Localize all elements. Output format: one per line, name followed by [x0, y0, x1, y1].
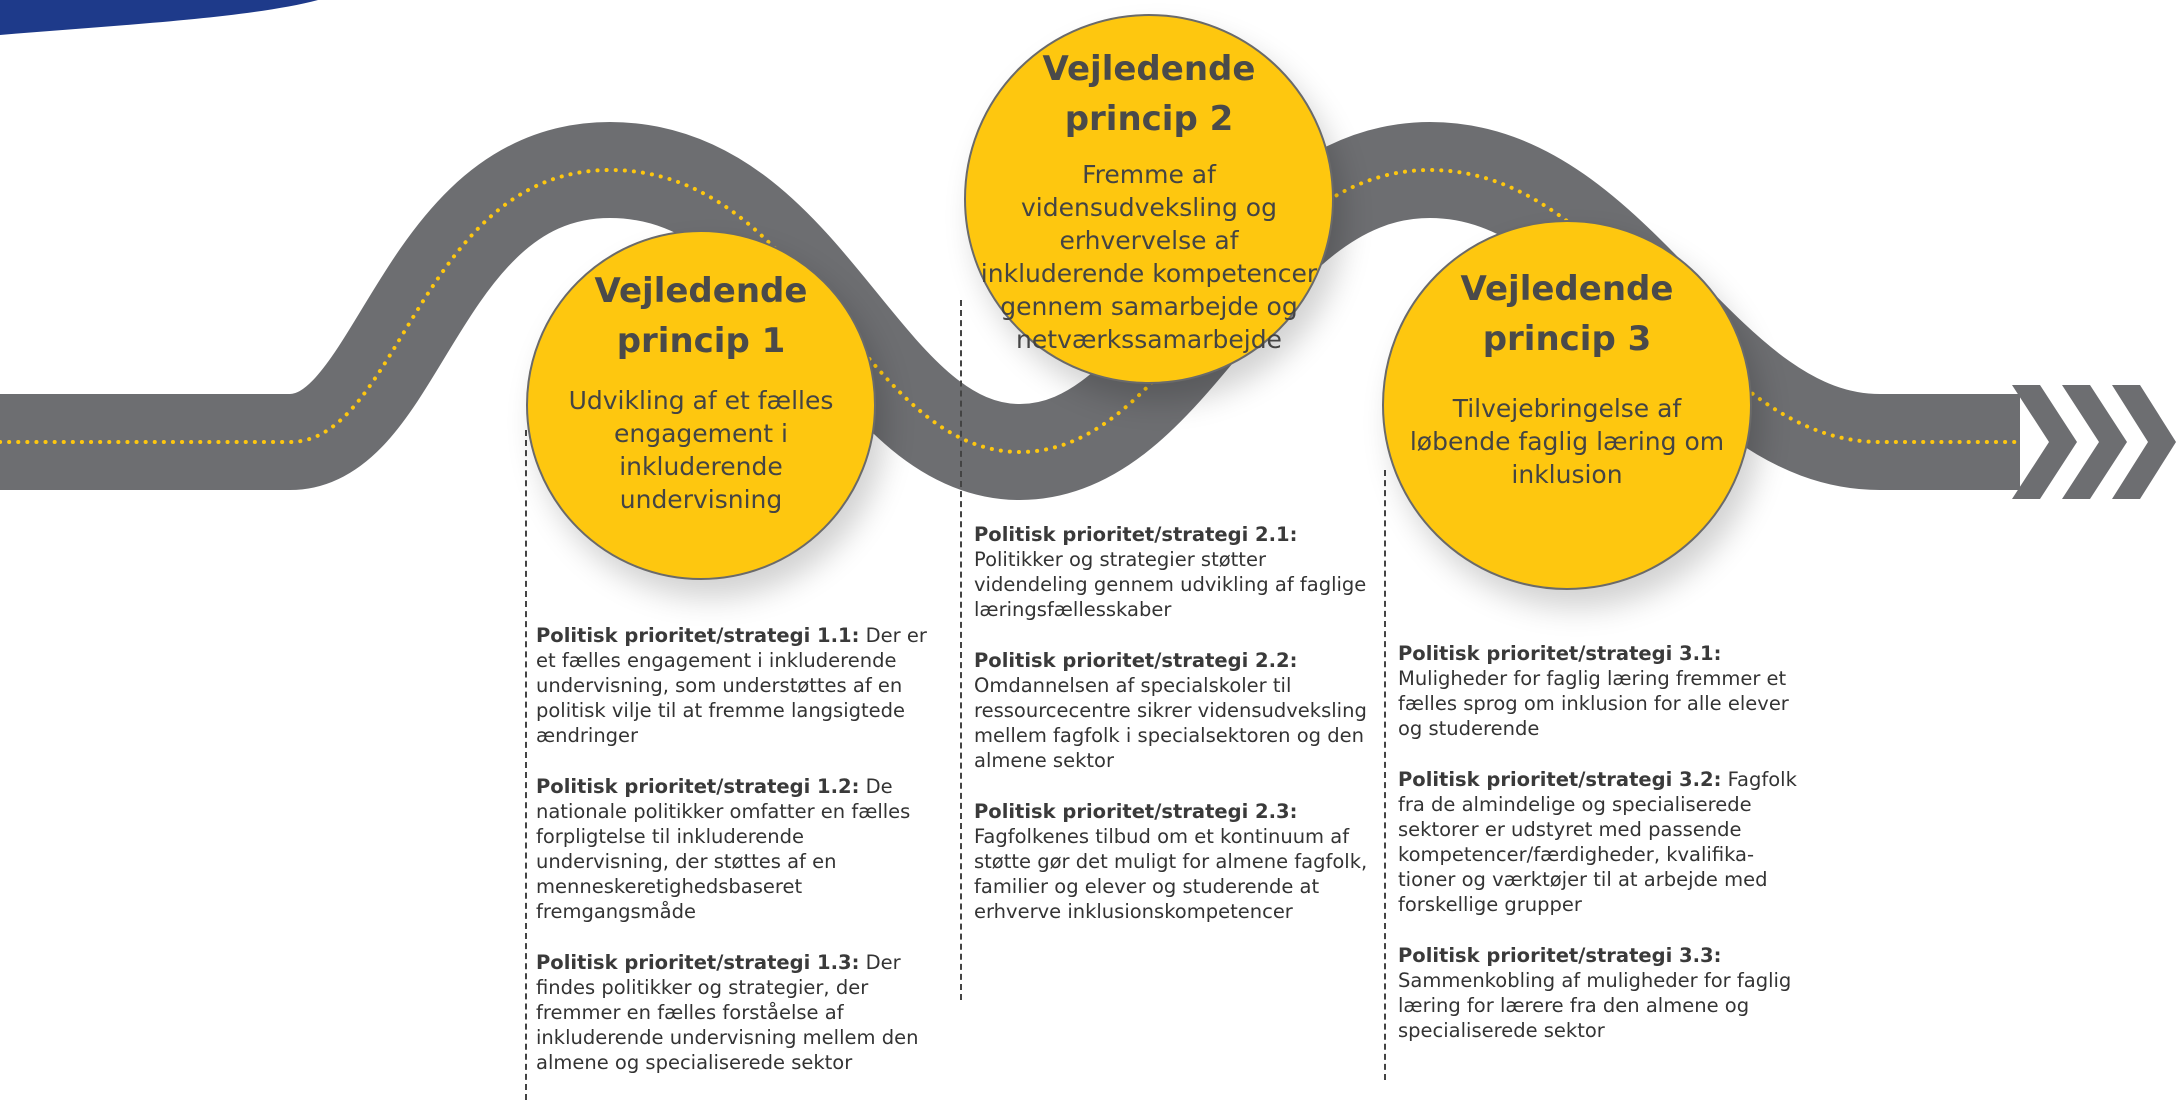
strategy-text: De nationale politikker omfatter en fæll… [536, 775, 911, 923]
principle-title-line: princip 2 [1064, 99, 1234, 139]
principle-1-circle: Vejledende princip 1 Udvikling af et fæl… [526, 230, 876, 580]
principle-3-circle: Vejledende princip 3 Tilvejebringelse af… [1382, 220, 1752, 590]
strategy-text: Der findes politikker og strategier, der… [536, 951, 919, 1074]
strategy-column-1: Politisk prioritet/strategi 1.1: Der er … [536, 623, 936, 1101]
strategy-label: Politisk prioritet/strategi 3.2: [1398, 768, 1722, 791]
strategy-label: Politisk prioritet/strategi 1.2: [536, 775, 860, 798]
strategy-item: Politisk prioritet/strategi 2.3: Fagfolk… [974, 799, 1374, 924]
strategy-item: Politisk prioritet/strategi 1.3: Der fin… [536, 950, 936, 1075]
strategy-text: Politikker og strategier støtter vidende… [974, 548, 1367, 621]
strategy-label: Politisk prioritet/strategi 3.1: [1398, 642, 1722, 665]
strategy-column-2: Politisk prioritet/strategi 2.1: Politik… [974, 522, 1374, 950]
chevron-right-icon [2012, 385, 2077, 499]
strategy-text: Omdannelsen af specialskoler til ressour… [974, 674, 1367, 772]
strategy-item: Politisk prioritet/strategi 1.1: Der er … [536, 623, 936, 748]
dashed-divider [960, 300, 962, 1000]
strategy-label: Politisk prioritet/strategi 2.1: [974, 523, 1298, 546]
principle-1-text: Udvikling af et fælles engagement i inkl… [568, 386, 834, 514]
strategy-label: Politisk prioritet/strategi 3.3: [1398, 944, 1722, 967]
strategy-item: Politisk prioritet/strategi 1.2: De nati… [536, 774, 936, 924]
strategy-text: Fagfolk fra de almindelige og specialise… [1398, 768, 1797, 916]
principle-1-title: Vejledende princip 1 [595, 266, 808, 366]
strategy-column-3: Politisk prioritet/strategi 3.1: Mulighe… [1398, 641, 1798, 1069]
strategy-item: Politisk prioritet/strategi 3.1: Mulighe… [1398, 641, 1798, 741]
strategy-label: Politisk prioritet/strategi 2.2: [974, 649, 1298, 672]
principle-title-line: Vejledende [1460, 269, 1674, 309]
principle-2-circle: Vejledende princip 2 Fremme af vidensudv… [964, 14, 1334, 384]
strategy-item: Politisk prioritet/strategi 2.2: Omdanne… [974, 648, 1374, 773]
strategy-label: Politisk prioritet/strategi 1.1: [536, 624, 860, 647]
principle-title-line: princip 1 [616, 321, 786, 361]
dashed-divider [1384, 470, 1386, 1080]
principle-title-line: Vejledende [1042, 49, 1256, 89]
principle-3-text: Tilvejebringelse af løbende faglig lærin… [1409, 394, 1725, 489]
principle-2-text: Fremme af vidensudveksling og erhvervels… [980, 160, 1318, 354]
strategy-text: Der er et fælles engagement i inkluderen… [536, 624, 927, 747]
chevron-right-icon [2112, 385, 2176, 499]
strategy-item: Politisk prioritet/strategi 3.3: Sammenk… [1398, 943, 1798, 1043]
strategy-item: Politisk prioritet/strategi 2.1: Politik… [974, 522, 1374, 622]
header-banner [0, 0, 318, 35]
principle-title-line: princip 3 [1482, 319, 1652, 359]
strategy-text: Muligheder for faglig læring fremmer et … [1398, 667, 1789, 740]
strategy-item: Politisk prioritet/strategi 3.2: Fagfolk… [1398, 767, 1798, 917]
chevron-right-icon [2062, 385, 2127, 499]
principle-2-title: Vejledende princip 2 [1043, 44, 1256, 144]
strategy-label: Politisk prioritet/strategi 2.3: [974, 800, 1298, 823]
strategy-text: Fagfolkenes tilbud om et kontinuum af st… [974, 825, 1368, 923]
strategy-label: Politisk prioritet/strategi 1.3: [536, 951, 860, 974]
principle-title-line: Vejledende [594, 271, 808, 311]
dashed-divider [525, 430, 527, 1100]
strategy-text: Sammenkobling af muligheder for faglig l… [1398, 969, 1792, 1042]
principle-3-title: Vejledende princip 3 [1461, 264, 1674, 364]
